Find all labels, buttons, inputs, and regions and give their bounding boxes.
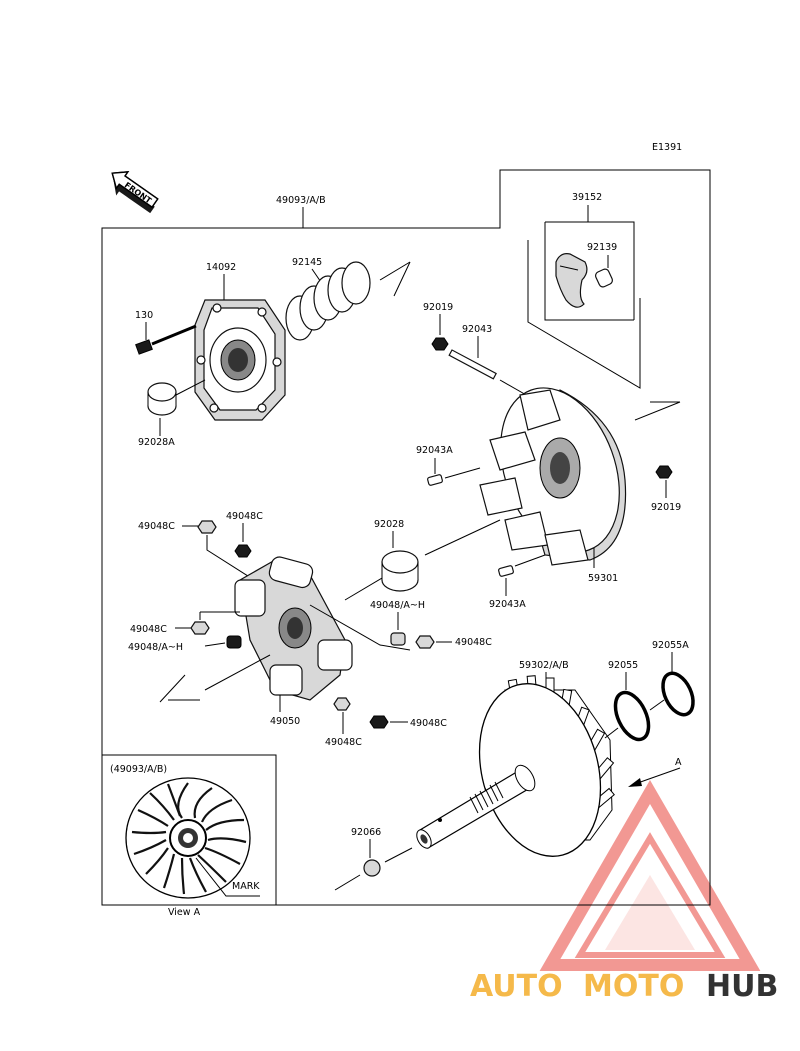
label-49048AH-right: 49048/A~H (370, 600, 425, 611)
o-ring-92055A (661, 671, 695, 717)
label-49048C-f: 49048C (410, 718, 447, 729)
watermark-auto: AUTO (470, 969, 563, 1004)
label-92028: 92028 (374, 519, 404, 530)
inset-title: (49093/A/B) (110, 764, 167, 775)
bolt-130 (135, 324, 197, 355)
inset-mark: MARK (232, 881, 260, 892)
label-59302: 59302/A/B (519, 660, 569, 671)
spider-49050 (234, 556, 353, 701)
nut-92019-top (431, 337, 449, 351)
label-92019-top: 92019 (423, 302, 453, 313)
label-39152: 39152 (572, 192, 602, 203)
nut-49048C-b (234, 544, 252, 558)
watermark-hub: HUB (706, 969, 778, 1004)
weight-39152 (555, 253, 588, 308)
label-49048C-a: 49048C (138, 521, 175, 532)
cover-14092 (194, 299, 286, 421)
spring-92145 (285, 261, 371, 341)
o-ring-92055 (613, 690, 651, 742)
label-92055A: 92055A (652, 640, 689, 651)
pin-92139 (594, 268, 614, 288)
watermark-text: AUTO MOTO HUB (470, 969, 778, 1004)
label-49048AH-left: 49048/A~H (128, 642, 183, 653)
watermark-logo (539, 780, 761, 971)
label-92043A-top: 92043A (416, 445, 453, 456)
label-49050: 49050 (270, 716, 300, 727)
label-92066: 92066 (351, 827, 381, 838)
label-92019-right: 92019 (651, 502, 681, 513)
label-130: 130 (135, 310, 153, 321)
nut-49048C-a (197, 520, 217, 534)
front-arrow-icon: FRONT (111, 171, 159, 214)
nut-49048C-d (190, 621, 210, 635)
diagram-code: E1391 (652, 142, 682, 153)
label-49048C-d: 49048C (130, 624, 167, 635)
watermark-moto: MOTO (583, 969, 684, 1004)
label-14092: 14092 (206, 262, 236, 273)
plug-92066 (363, 859, 381, 877)
label-92055: 92055 (608, 660, 638, 671)
nut-92019-right (655, 465, 673, 479)
view-a-arrow-icon (628, 778, 642, 787)
label-92028A: 92028A (138, 437, 175, 448)
label-A: A (675, 757, 682, 768)
roller-49048AH-right (390, 632, 406, 646)
label-92043A-bottom: 92043A (489, 599, 526, 610)
nut-49048C-e (333, 697, 351, 711)
shaft-92043 (448, 349, 497, 380)
sheave-59302 (416, 675, 615, 857)
label-49048C-e: 49048C (325, 737, 362, 748)
pin-92043A-top (427, 474, 443, 486)
bushing-92028 (381, 550, 419, 592)
pin-92043A-bottom (498, 565, 514, 577)
label-92145: 92145 (292, 257, 322, 268)
nut-49048C-f (369, 715, 389, 729)
label-59301: 59301 (588, 573, 618, 584)
inset-sheave (125, 777, 251, 899)
label-49048C-b: 49048C (226, 511, 263, 522)
sheave-59301 (479, 387, 627, 566)
inset-caption: View A (168, 907, 201, 918)
bushing-92028A (147, 382, 177, 416)
label-92139: 92139 (587, 242, 617, 253)
label-92043: 92043 (462, 324, 492, 335)
nut-49048C-c (415, 635, 435, 649)
roller-49048AH-left (226, 635, 242, 649)
bracket-39152 (544, 221, 635, 321)
label-assembly: 49093/A/B (276, 195, 326, 206)
label-49048C-c: 49048C (455, 637, 492, 648)
